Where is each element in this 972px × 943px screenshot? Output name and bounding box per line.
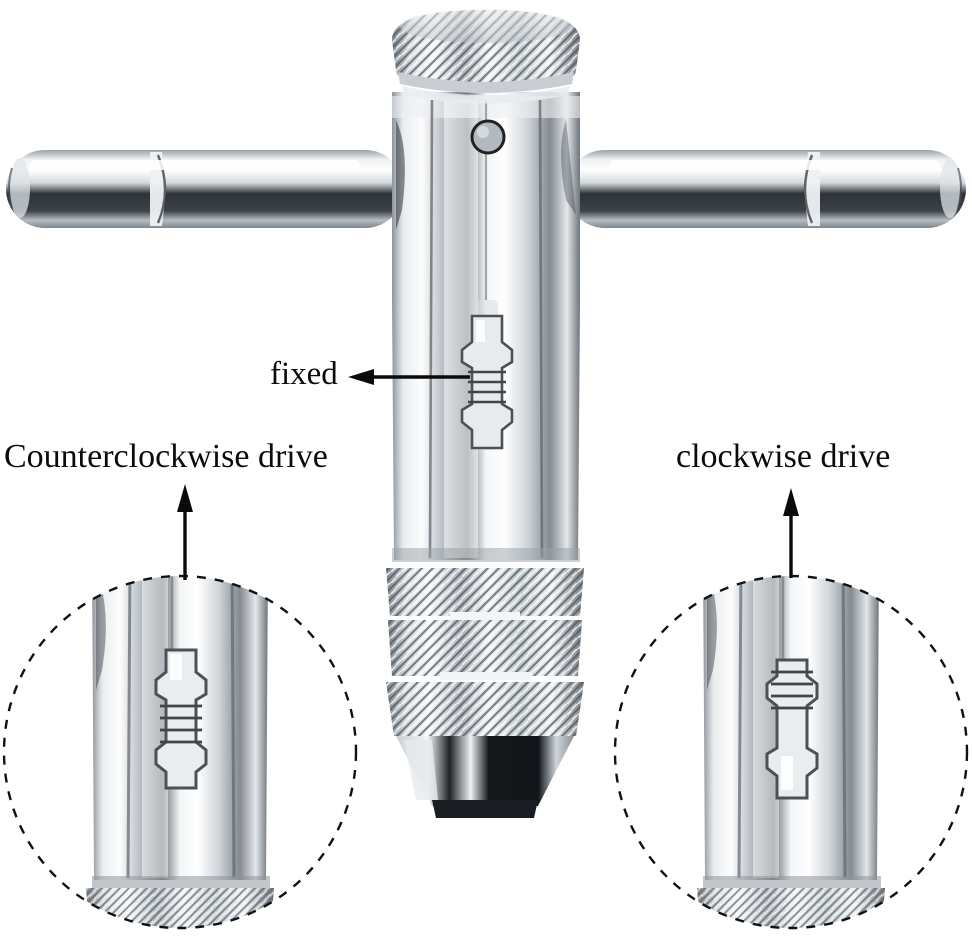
switch-up	[154, 648, 208, 790]
label-fixed: fixed	[270, 356, 338, 392]
t-bar-left	[6, 150, 404, 228]
reversing-switch[interactable]	[460, 300, 514, 450]
knurled-chuck[interactable]	[386, 568, 584, 818]
arrow-left-icon	[348, 369, 470, 385]
dashed-circle-left	[2, 574, 358, 930]
label-counterclockwise-drive: Counterclockwise drive	[4, 438, 328, 475]
arrow-up-icon-right	[783, 488, 799, 578]
knurled-cap[interactable]	[392, 9, 580, 104]
arrow-up-icon-left	[177, 484, 193, 580]
switch-down	[765, 658, 819, 800]
chuck-jaws	[396, 736, 574, 818]
t-bar-right	[566, 150, 966, 228]
counterclockwise-detail	[2, 574, 358, 930]
chuck-band-1	[386, 568, 584, 620]
chuck-band-3	[386, 682, 584, 736]
body-pin	[470, 119, 506, 155]
clockwise-detail	[613, 574, 969, 930]
label-clockwise-drive: clockwise drive	[676, 438, 891, 475]
chuck-band-2	[388, 620, 582, 680]
